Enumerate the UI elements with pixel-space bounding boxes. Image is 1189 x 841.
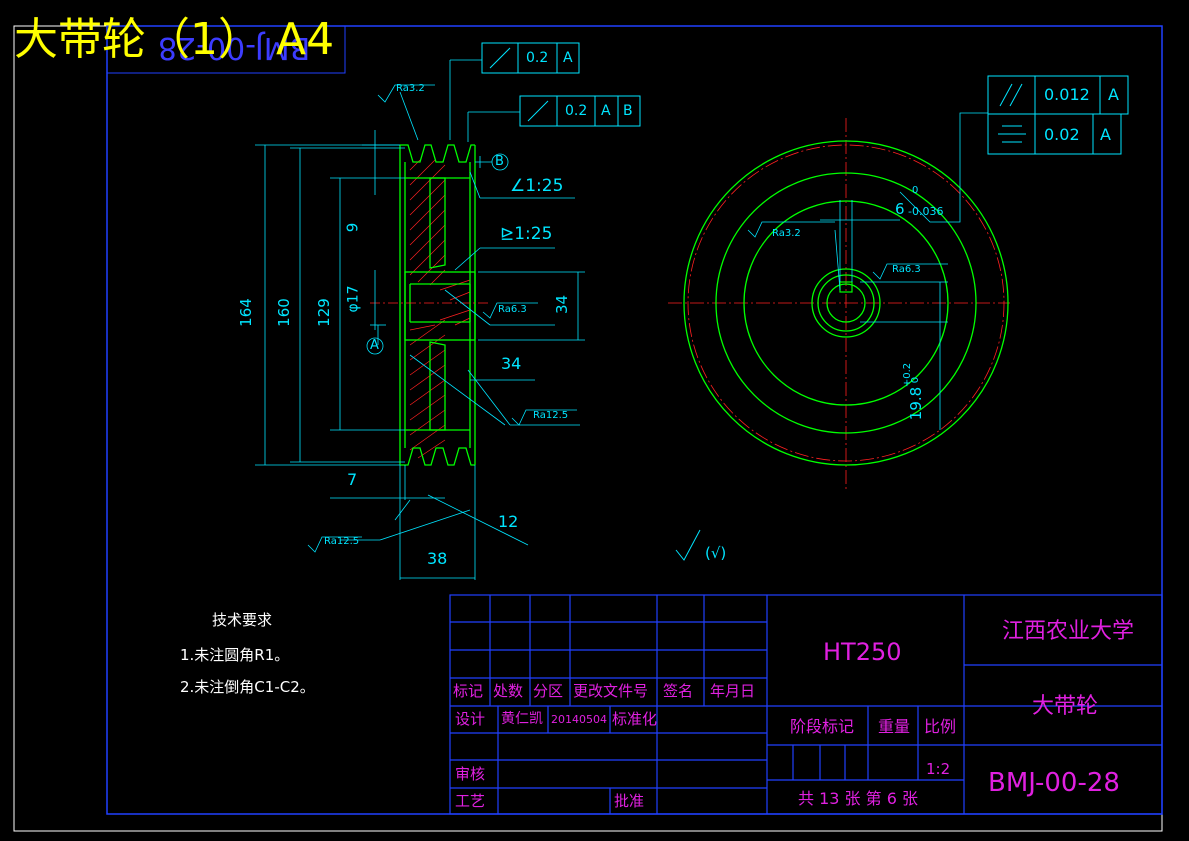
tb-design: 设计 (455, 710, 486, 728)
tb-school: 江西农业大学 (1002, 619, 1135, 644)
dim-12: 12 (498, 512, 519, 531)
tb-doc-no: 更改文件号 (573, 682, 649, 700)
dim-7: 7 (347, 470, 358, 489)
tb-process: 工艺 (455, 792, 486, 810)
tb-material: HT250 (823, 638, 902, 666)
tb-review: 审核 (455, 765, 486, 783)
tb-scale-label: 比例 (924, 717, 957, 736)
section-dimensions (255, 59, 585, 580)
runout-a-datum: A (563, 50, 573, 66)
tb-drawing-no: BMJ-00-28 (988, 768, 1120, 798)
notes-line-2: 2.未注倒角C1-C2。 (180, 678, 315, 696)
runout-ab-value: 0.2 (565, 103, 588, 119)
dim-38: 38 (427, 549, 448, 568)
tb-scale: 1:2 (926, 760, 951, 778)
roughness-general: (√) (705, 544, 727, 562)
tb-design-date: 20140504 (551, 713, 607, 726)
keyway-width: 6 (895, 200, 905, 218)
outer-frame (13, 25, 1163, 832)
dim-9: 9 (343, 222, 362, 233)
tol-frame-runout-ab (519, 95, 641, 127)
tb-part-name: 大带轮 (1032, 694, 1099, 719)
code-box (106, 25, 346, 74)
runout-ab-datum-a: A (601, 103, 611, 119)
runout-a-value: 0.2 (526, 50, 549, 66)
roughness-ra63-keyway: Ra6.3 (892, 264, 921, 275)
taper-1: ∠1:25 (510, 176, 564, 196)
tb-weight: 重量 (878, 717, 911, 736)
tol-frame-symmetry (987, 113, 1122, 155)
notes-heading: 技术要求 (212, 611, 273, 629)
roughness-ra32-top: Ra3.2 (396, 83, 425, 94)
tb-zone: 分区 (533, 682, 564, 700)
section-view (370, 144, 490, 466)
roughness-ra125-side: Ra12.5 (533, 410, 569, 421)
tb-sign: 签名 (663, 682, 694, 700)
tb-date: 年月日 (710, 682, 756, 700)
keyway-depth-upper: +0.2 (902, 362, 914, 388)
dim-129: 129 (314, 298, 333, 327)
dim-160: 160 (274, 298, 293, 327)
dim-164: 164 (236, 298, 255, 327)
roughness-ra125-bottom: Ra12.5 (324, 536, 360, 547)
dim-bore-17: φ17 (345, 285, 362, 313)
front-view (668, 118, 1010, 492)
taper-2: ⊵1:25 (500, 224, 553, 244)
keyway-width-lower: -0.036 (908, 205, 944, 218)
notes-line-1: 1.未注圆角R1。 (180, 646, 290, 664)
roughness-ra32-keyway: Ra3.2 (772, 228, 801, 239)
parallel-value: 0.012 (1044, 85, 1090, 104)
tb-sheets: 共 13 张 第 6 张 (798, 789, 918, 808)
parallel-datum: A (1108, 85, 1119, 104)
dim-34-vertical: 34 (553, 294, 572, 315)
runout-ab-datum-b: B (623, 103, 633, 119)
front-dimensions (747, 112, 988, 430)
roughness-ra63-bore: Ra6.3 (498, 304, 527, 315)
datum-b-label: B (495, 154, 504, 169)
tb-approve: 批准 (614, 792, 645, 810)
keyway-depth-lower: 0 (910, 376, 922, 384)
datum-a-label: A (370, 338, 379, 353)
keyway-depth: 19.8 (907, 386, 926, 421)
general-roughness-symbol (675, 529, 701, 561)
dim-34-horizontal: 34 (501, 354, 522, 373)
title-block (449, 594, 1163, 815)
sheet-title: 大带轮（1） A4 (14, 14, 335, 65)
tb-designer: 黄仁凯 (501, 711, 543, 727)
tb-mark: 标记 (453, 682, 484, 700)
keyway-width-upper: 0 (912, 185, 919, 196)
tb-standard: 标准化 (612, 710, 658, 728)
symmetry-value: 0.02 (1044, 125, 1080, 144)
tol-frame-runout-a (481, 42, 580, 74)
tb-count: 处数 (493, 682, 524, 700)
tb-stage: 阶段标记 (790, 717, 855, 736)
symmetry-datum: A (1100, 125, 1111, 144)
